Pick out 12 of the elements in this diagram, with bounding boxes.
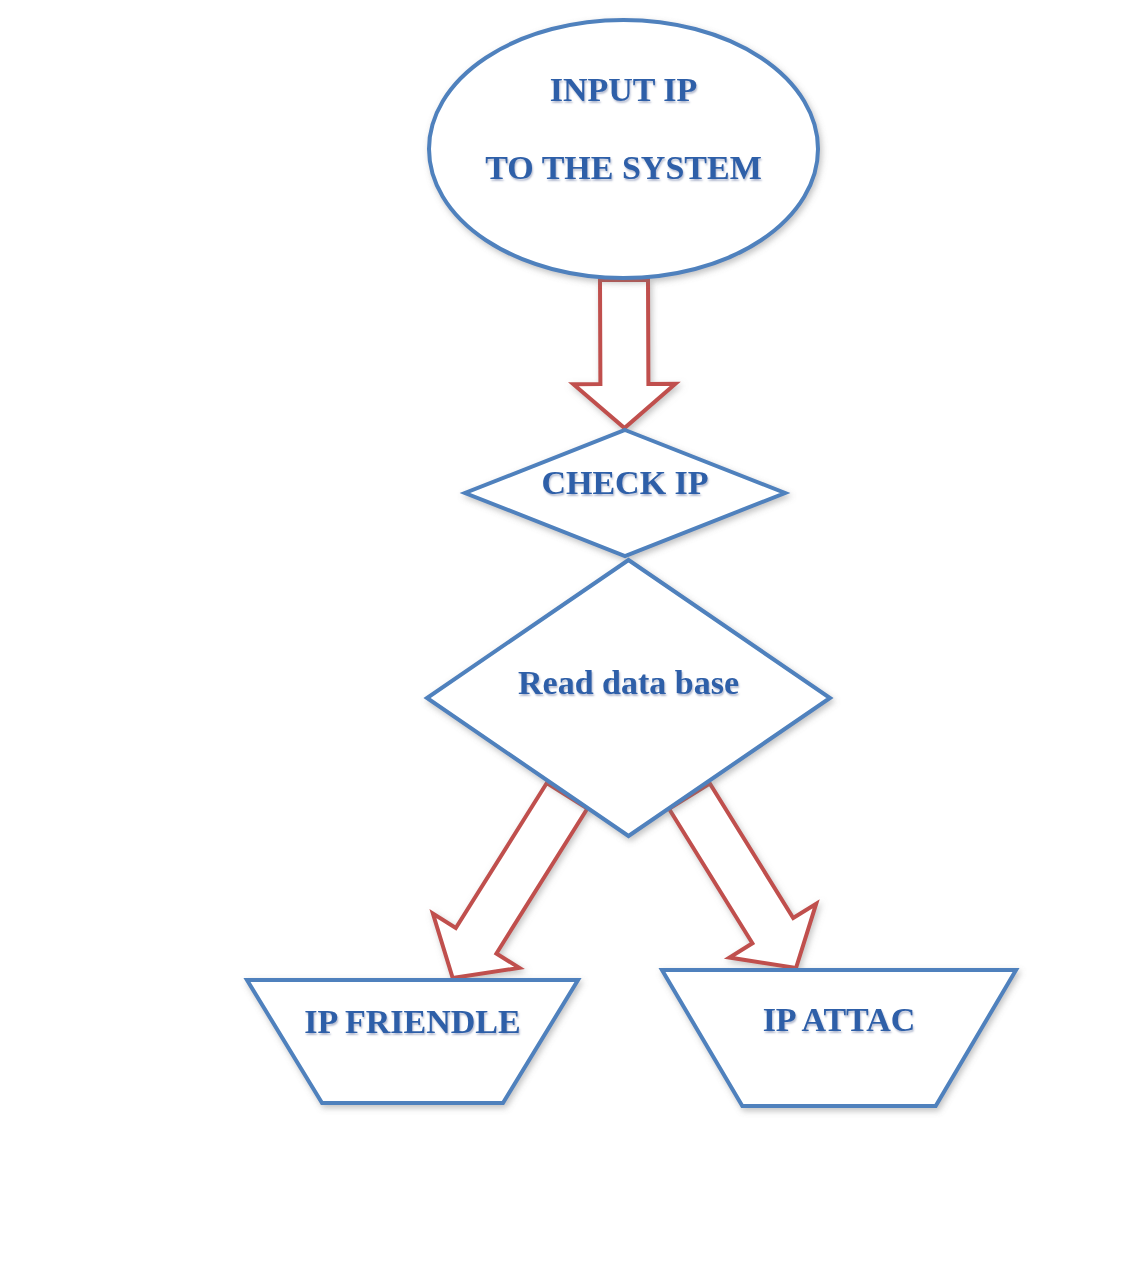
block-arrow — [666, 780, 820, 971]
output-trapezoid — [245, 978, 580, 1105]
node-label: CHECK IP — [541, 464, 709, 502]
start-ellipse — [427, 18, 820, 280]
node-label: IP ATTAC — [762, 1001, 916, 1039]
node-label: IP FRIENDLE — [304, 1002, 521, 1041]
node-label: TO THE SYSTEM — [485, 149, 762, 187]
node-label: INPUT IP — [549, 71, 698, 109]
node-label: Read data base — [518, 664, 739, 702]
block-arrow — [429, 780, 591, 981]
output-trapezoid — [660, 968, 1018, 1108]
block-arrow — [568, 277, 681, 431]
